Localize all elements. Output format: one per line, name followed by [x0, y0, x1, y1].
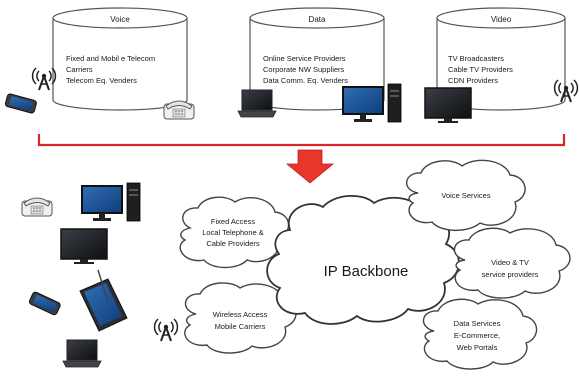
merge-bracket	[37, 134, 566, 147]
cloud-data-services: Data Services E-Commerce, Web Portals	[422, 298, 538, 370]
data-services-line-3: Web Portals	[457, 343, 498, 352]
smartphone-icon	[27, 290, 62, 317]
video-services-line-2: service providers	[482, 270, 539, 279]
data-services-line-1: Data Services	[454, 319, 501, 328]
data-title: Data	[309, 15, 326, 24]
data-services-line-2: E-Commerce,	[454, 331, 500, 340]
antenna-icon	[31, 67, 57, 91]
data-line-2: Corporate NW Suppliers	[263, 65, 345, 74]
fixed-access-line-1: Fixed Access	[211, 217, 255, 226]
desktop-computer-icon	[342, 83, 402, 123]
fixed-access-line-2: Local Telephone &	[202, 228, 264, 237]
desktop-computer-icon	[81, 182, 141, 222]
tablet-icon	[79, 269, 128, 332]
laptop-icon	[62, 339, 102, 368]
wireless-access-line-1: Wireless Access	[213, 310, 268, 319]
voice-services-line-1: Voice Services	[441, 191, 490, 200]
laptop-icon	[237, 89, 277, 118]
data-line-1: Online Service Providers	[263, 54, 346, 63]
voice-cylinder: Voice Fixed and Mobil e Telecom Carriers…	[52, 7, 188, 111]
data-line-3: Data Comm. Eq. Venders	[263, 76, 348, 85]
cloud-fixed-access: Fixed Access Local Telephone & Cable Pro…	[179, 196, 290, 269]
video-line-3: CDN Providers	[448, 76, 498, 85]
voice-line-2: Carriers	[66, 65, 93, 74]
merge-arrow	[285, 149, 335, 184]
desk-phone-icon	[21, 197, 53, 217]
ip-backbone-label: IP Backbone	[324, 263, 409, 280]
cloud-ip-backbone: IP Backbone	[266, 195, 460, 325]
voice-title: Voice	[110, 15, 130, 24]
video-title: Video	[491, 15, 512, 24]
cloud-video-services: Video & TV service providers	[453, 227, 571, 299]
video-line-2: Cable TV Providers	[448, 65, 513, 74]
voice-line-1: Fixed and Mobil e Telecom	[66, 54, 155, 63]
cloud-wireless-access: Wireless Access Mobile Carriers	[184, 282, 297, 354]
wireless-access-line-2: Mobile Carriers	[215, 322, 266, 331]
television-icon	[424, 87, 472, 124]
video-services-line-1: Video & TV	[491, 258, 529, 267]
voice-line-3: Telecom Eq. Venders	[66, 76, 137, 85]
smartphone-icon	[4, 92, 38, 115]
cloud-voice-services: Voice Services	[406, 159, 526, 232]
television-icon	[60, 228, 108, 265]
video-line-1: TV Broadcasters	[448, 54, 504, 63]
antenna-icon	[153, 318, 179, 342]
desk-phone-icon	[163, 100, 195, 120]
video-cylinder: Video TV Broadcasters Cable TV Providers…	[436, 7, 566, 111]
fixed-access-line-3: Cable Providers	[206, 239, 260, 248]
